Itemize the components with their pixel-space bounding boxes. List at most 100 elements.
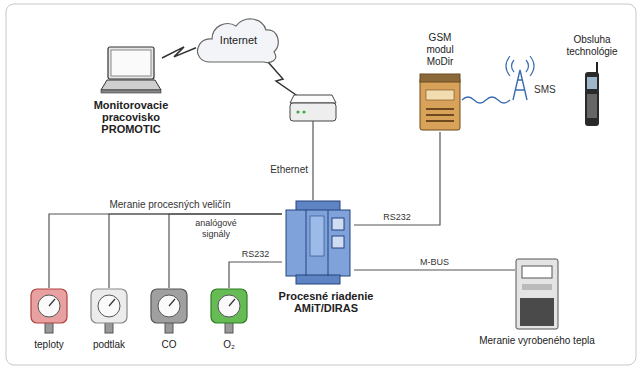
signal-wire bbox=[354, 269, 515, 270]
signal-wire bbox=[169, 214, 282, 288]
node-text-group: Meranie vyrobeného tepla bbox=[462, 335, 612, 347]
interface-label: Ethernet bbox=[258, 164, 308, 176]
phone-keypad bbox=[587, 94, 597, 118]
laptop-keyboard bbox=[101, 80, 161, 90]
plc-divider bbox=[328, 210, 329, 276]
node-label: Monitorovacie pracovisko PROMOTIC bbox=[81, 99, 181, 135]
signal-wire bbox=[109, 214, 282, 288]
plc-port bbox=[332, 236, 344, 248]
node-text-group: GSM modul MoDir bbox=[419, 32, 461, 68]
sensor-housing bbox=[31, 289, 67, 323]
node-label: O₂ bbox=[204, 339, 254, 351]
signal-wire bbox=[354, 132, 440, 225]
cloud-node: Internet bbox=[196, 14, 281, 66]
node-label: Internet bbox=[220, 34, 257, 46]
node-label: podtlak bbox=[84, 339, 134, 351]
bus-label: Meranie procesných veličín bbox=[95, 199, 245, 211]
node-label: CO bbox=[144, 339, 194, 351]
node-text-group: CO bbox=[144, 339, 194, 351]
plc-panel bbox=[310, 216, 324, 256]
lightning-link bbox=[162, 47, 196, 58]
node-text-group: O₂ bbox=[204, 339, 254, 351]
heat-meter-node: Meranie vyrobeného tepla bbox=[515, 258, 559, 330]
workstation-node: Monitorovacie pracovisko PROMOTIC bbox=[100, 46, 162, 94]
node-outline bbox=[150, 288, 188, 334]
sensor-dial bbox=[158, 295, 180, 317]
gsm-body bbox=[420, 78, 460, 130]
sensor-housing bbox=[211, 289, 247, 323]
node-outline bbox=[30, 288, 68, 334]
sensor-housing bbox=[151, 289, 187, 323]
sensor-dial bbox=[218, 295, 240, 317]
signal-wire bbox=[229, 262, 282, 288]
node-text-group: teploty bbox=[24, 339, 74, 351]
node-outline bbox=[210, 288, 248, 334]
plc-divider bbox=[306, 210, 307, 276]
controller-node: Procesné riadenie AMiT/DIRAS bbox=[282, 200, 354, 285]
plc-port bbox=[332, 218, 344, 230]
cloud-shape bbox=[198, 19, 279, 63]
node-text-group: Obsluha technológie bbox=[560, 34, 624, 58]
node-text-group: Monitorovacie pracovisko PROMOTIC bbox=[81, 99, 181, 135]
sensor-needle bbox=[229, 299, 235, 306]
phone-screen bbox=[587, 77, 597, 89]
router-top bbox=[290, 95, 336, 103]
router-led bbox=[296, 110, 299, 113]
meter-base bbox=[520, 298, 554, 326]
sensor-dial bbox=[38, 295, 60, 317]
plc-bottom bbox=[296, 275, 340, 284]
wire-label: RS232 bbox=[240, 249, 272, 260]
node-label: Obsluha technológie bbox=[560, 34, 624, 58]
meter-display bbox=[522, 266, 552, 278]
sensor-needle bbox=[109, 299, 115, 306]
signal-label: analógové signály bbox=[188, 218, 244, 240]
node-outline bbox=[100, 46, 162, 94]
sensor-housing bbox=[91, 289, 127, 323]
router-led bbox=[302, 110, 305, 113]
node-label: Meranie vyrobeného tepla bbox=[462, 335, 612, 347]
phone-node: Obsluha technológie bbox=[582, 62, 602, 127]
gsm-top bbox=[420, 74, 460, 82]
sensor-node: podtlak bbox=[90, 288, 128, 334]
gsm-vent bbox=[426, 120, 454, 122]
gsm-vent bbox=[426, 108, 454, 110]
laptop-base bbox=[101, 90, 161, 93]
router-body bbox=[290, 103, 336, 121]
node-outline bbox=[90, 288, 128, 334]
node-label: teploty bbox=[24, 339, 74, 351]
antenna-waves bbox=[506, 56, 534, 76]
node-text-group: podtlak bbox=[84, 339, 134, 351]
meter-body bbox=[516, 259, 558, 329]
meter-panel bbox=[522, 284, 552, 290]
node-outline bbox=[418, 72, 462, 132]
laptop-screen bbox=[108, 47, 154, 79]
phone-body bbox=[585, 72, 599, 126]
sms-label: SMS bbox=[534, 84, 564, 96]
signal-wire bbox=[49, 214, 282, 288]
sensor-node: O₂ bbox=[210, 288, 248, 334]
node-text-group: Procesné riadenie AMiT/DIRAS bbox=[272, 290, 380, 314]
sensor-needle bbox=[49, 299, 55, 306]
plc-body bbox=[286, 210, 350, 276]
node-outline bbox=[282, 200, 354, 285]
lightning-link bbox=[268, 62, 299, 97]
gsm-vent bbox=[426, 114, 454, 116]
wire-label: M-BUS bbox=[418, 257, 451, 268]
antenna-mast bbox=[513, 70, 527, 100]
wire-label: RS232 bbox=[381, 212, 413, 223]
node-outline bbox=[515, 258, 559, 330]
sensor-node: CO bbox=[150, 288, 188, 334]
node-label: Procesné riadenie AMiT/DIRAS bbox=[272, 290, 380, 314]
sensor-node: teploty bbox=[30, 288, 68, 334]
sensor-dial bbox=[98, 295, 120, 317]
frame bbox=[6, 4, 636, 365]
node-text-group: Internet bbox=[196, 14, 281, 66]
gsm-panel bbox=[426, 90, 454, 100]
node-label: GSM modul MoDir bbox=[419, 32, 461, 68]
laptop-display bbox=[111, 50, 151, 76]
node-outline bbox=[582, 62, 602, 127]
antenna-cable bbox=[462, 97, 510, 103]
gsm-module-node: GSM modul MoDir bbox=[418, 72, 462, 132]
ethernet-wire bbox=[312, 121, 313, 200]
